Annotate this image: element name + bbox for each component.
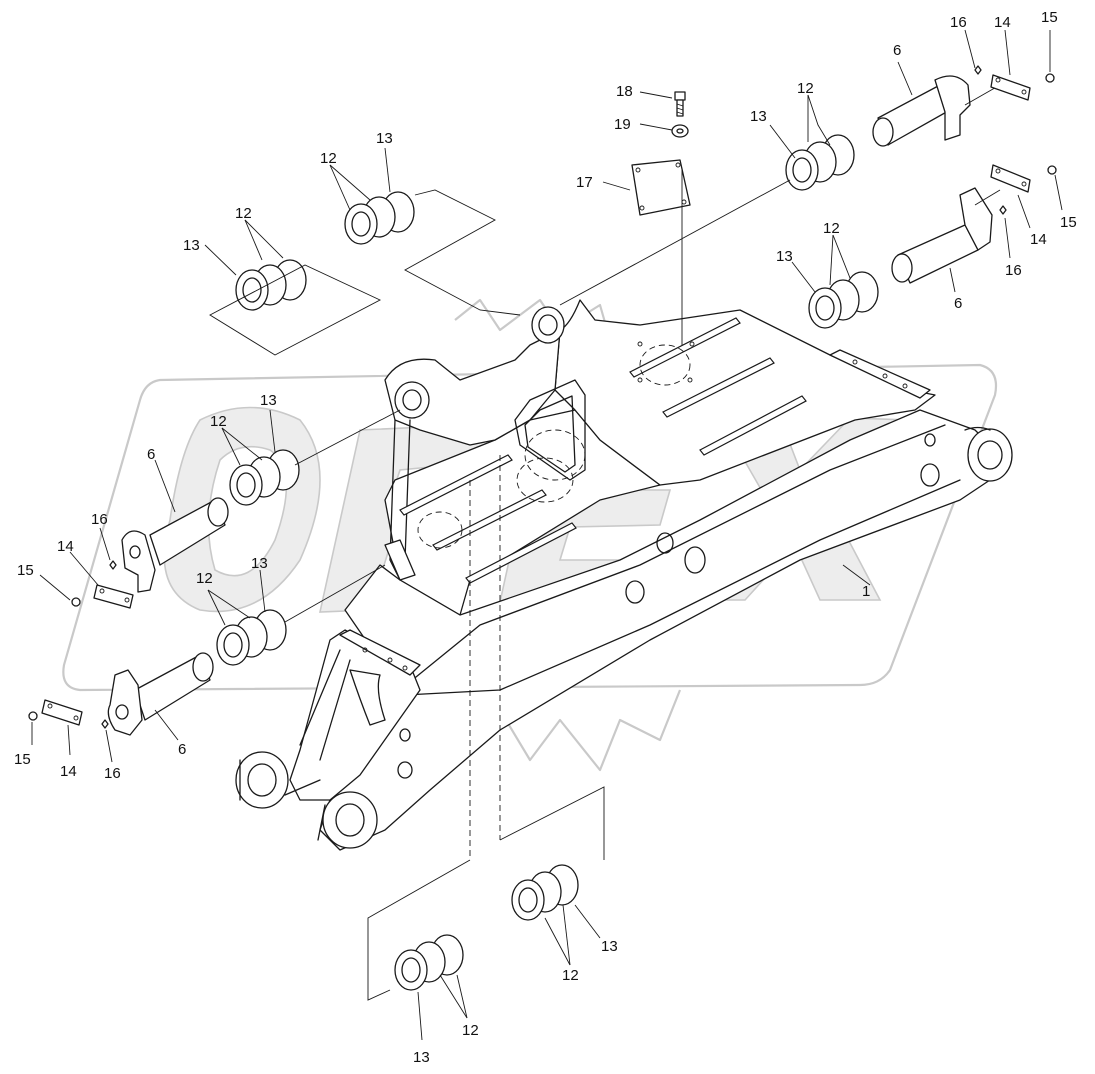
callout-cover-plate: 17 — [576, 174, 593, 191]
callout-boom: 1 — [862, 583, 870, 600]
boom-body — [235, 299, 1013, 860]
pin-6-lower-left — [107, 652, 214, 736]
callout-ring: 13 — [413, 1049, 430, 1066]
callout-shim: 12 — [797, 80, 814, 97]
callout-shim: 12 — [462, 1022, 479, 1039]
callout-bolt: 15 — [1041, 9, 1058, 26]
callout-lock-plate: 14 — [1030, 231, 1047, 248]
callout-shim: 12 — [235, 205, 252, 222]
callout-fitting: 16 — [91, 511, 108, 528]
callout-ring: 13 — [601, 938, 618, 955]
callout-bolt: 15 — [17, 562, 34, 579]
callout-shim: 12 — [196, 570, 213, 587]
shim-set-upper-right-a — [559, 134, 855, 306]
shim-set-upper-left-b — [344, 189, 521, 316]
lock-plate-14-d — [41, 699, 83, 726]
callout-lock-plate: 14 — [994, 14, 1011, 31]
callout-pin: 6 — [147, 446, 155, 463]
callout-pin: 6 — [893, 42, 901, 59]
callout-ring: 13 — [750, 108, 767, 125]
shim-set-bottom-b — [367, 859, 471, 1001]
callout-ring: 13 — [776, 248, 793, 265]
washer-19 — [671, 124, 689, 138]
callout-bolt: 15 — [1060, 214, 1077, 231]
fittings-16 — [101, 65, 1007, 729]
lock-plate-14-b — [990, 164, 1031, 193]
shim-set-mid-left-a — [229, 409, 401, 506]
shim-set-upper-left-a — [209, 259, 382, 356]
callout-shim: 12 — [320, 150, 337, 167]
lock-plate-14-c — [93, 584, 134, 609]
callout-ring: 13 — [251, 555, 268, 572]
callout-washer: 19 — [614, 116, 631, 133]
pin-6-left — [121, 497, 229, 593]
callout-pin: 6 — [178, 741, 186, 758]
callout-ring: 13 — [260, 392, 277, 409]
callout-cover-bolt: 18 — [616, 83, 633, 100]
callout-fitting: 16 — [950, 14, 967, 31]
callout-ring: 13 — [376, 130, 393, 147]
callout-pin: 6 — [954, 295, 962, 312]
callout-bolt: 15 — [14, 751, 31, 768]
callout-fitting: 16 — [104, 765, 121, 782]
pin-6-right — [891, 187, 1001, 284]
callout-ring: 13 — [183, 237, 200, 254]
pin-6-top-right — [872, 75, 1001, 147]
cover-plate-17 — [631, 159, 691, 345]
callout-lock-plate: 14 — [60, 763, 77, 780]
shim-set-mid-left-b — [216, 564, 386, 666]
callout-shim: 12 — [210, 413, 227, 430]
callout-labels: 1 6 6 6 6 12 12 12 12 12 12 12 12 13 13 … — [14, 9, 1077, 1066]
leader-lines — [31, 29, 1063, 1041]
shim-set-bottom-a — [499, 786, 605, 921]
bolts-15 — [28, 73, 1057, 721]
bolt-18 — [674, 91, 686, 117]
callout-lock-plate: 14 — [57, 538, 74, 555]
shim-set-upper-right-b — [808, 271, 879, 329]
callout-shim: 12 — [562, 967, 579, 984]
callout-shim: 12 — [823, 220, 840, 237]
callout-fitting: 16 — [1005, 262, 1022, 279]
lock-plate-14-a — [990, 74, 1031, 101]
